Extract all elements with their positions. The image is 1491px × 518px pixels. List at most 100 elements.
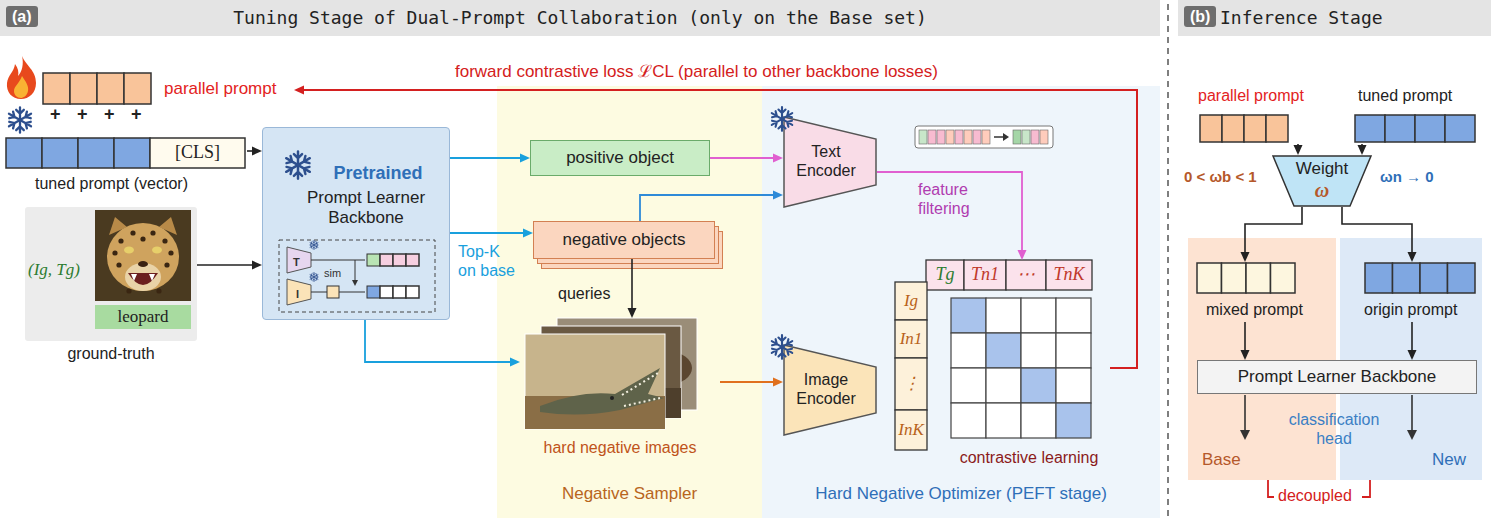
arrowhead bbox=[1358, 145, 1367, 155]
region-title: Negative Sampler bbox=[562, 484, 697, 504]
art-part bbox=[150, 138, 245, 168]
art-part bbox=[6, 138, 42, 168]
arrowhead bbox=[773, 378, 783, 387]
panel-header: (a)Tuning Stage of Dual-Prompt Collabora… bbox=[0, 0, 1160, 36]
text-slot: forward contrastive loss ℒCL (parallel t… bbox=[455, 62, 938, 82]
art-part bbox=[964, 130, 972, 144]
text-slot: + bbox=[77, 104, 88, 126]
art-part bbox=[895, 358, 927, 410]
module-region: Negative Sampler positive object negative … bbox=[497, 86, 762, 518]
feature-token: InK bbox=[898, 420, 924, 440]
text-slot: Top-K on base bbox=[458, 242, 522, 280]
art-part bbox=[784, 117, 876, 207]
art-part bbox=[43, 73, 70, 104]
connector bbox=[1342, 207, 1417, 262]
art-part bbox=[1415, 115, 1445, 142]
art-part bbox=[982, 130, 990, 144]
pair-label: (Ig, Tg) bbox=[28, 260, 80, 280]
connector bbox=[640, 191, 783, 222]
image-stack: hard negative images bbox=[520, 318, 720, 460]
connector bbox=[710, 154, 783, 163]
art-part bbox=[955, 130, 963, 144]
connector-line bbox=[450, 232, 525, 234]
art-part bbox=[986, 333, 1021, 368]
region-title: New bbox=[1432, 450, 1466, 470]
text-slot: + bbox=[131, 104, 142, 126]
art-part bbox=[311, 260, 365, 261]
prompt-label: tuned prompt (vector) bbox=[35, 174, 188, 193]
text-slot: In1 bbox=[895, 329, 927, 349]
region-title: Base bbox=[1202, 450, 1241, 470]
art-part bbox=[1222, 263, 1247, 293]
text-slot: 0 < ωb < 1 bbox=[1184, 168, 1257, 186]
part-name: sim bbox=[324, 267, 341, 280]
art-part bbox=[78, 138, 114, 168]
arrowhead bbox=[1408, 252, 1417, 262]
text-slot: origin prompt bbox=[1364, 300, 1457, 319]
box-caption: ground-truth bbox=[67, 344, 154, 363]
art-part bbox=[140, 236, 145, 241]
feature-column: IgIn1⋮InK bbox=[895, 282, 927, 450]
art-part bbox=[124, 73, 151, 104]
art-part bbox=[1021, 298, 1056, 333]
connector-line bbox=[640, 195, 775, 221]
edge-label: ωn → 0 bbox=[1380, 168, 1434, 186]
art-part bbox=[42, 138, 78, 168]
text-slot: Negative Sampler bbox=[497, 484, 762, 504]
edge-label: feature filtering bbox=[918, 180, 990, 218]
text-slot: (Ig, Tg) bbox=[28, 260, 80, 280]
art-part bbox=[279, 240, 435, 312]
prompt-vector: parallel prompt bbox=[1198, 84, 1314, 144]
art-part bbox=[114, 138, 150, 168]
edge-label: 0 < ωb < 1 bbox=[1184, 168, 1257, 186]
text-slot: contrastive learning bbox=[948, 448, 1110, 467]
text-slot: New bbox=[1432, 450, 1466, 470]
connector bbox=[1241, 207, 1303, 262]
art-part bbox=[125, 263, 161, 291]
art-part bbox=[380, 286, 393, 298]
art-part bbox=[919, 130, 927, 144]
text-slot: tuned prompt bbox=[1358, 86, 1452, 105]
art-part bbox=[25, 207, 197, 341]
text-slot: Pretrained bbox=[307, 163, 449, 185]
box-caption: hard negative images bbox=[544, 438, 697, 457]
art-part bbox=[986, 298, 1021, 333]
text-slot: mixed prompt bbox=[1206, 300, 1303, 319]
shape-art bbox=[783, 344, 877, 436]
art-part bbox=[309, 240, 318, 249]
text-slot: Tuning Stage of Dual-Prompt Collaboratio… bbox=[0, 7, 1160, 29]
ground-truth-box: (Ig, Tg)leopardground-truth bbox=[25, 207, 197, 365]
art-part bbox=[406, 254, 419, 266]
shape-art bbox=[948, 298, 1110, 440]
art-part bbox=[928, 130, 936, 144]
art-part bbox=[393, 254, 406, 266]
art-part bbox=[168, 250, 173, 255]
text-slot: hard negative images bbox=[520, 438, 720, 457]
art-part bbox=[284, 151, 312, 178]
text-slot: tuned prompt (vector) bbox=[35, 174, 188, 193]
art-part bbox=[107, 223, 179, 291]
text-slot: Base bbox=[1202, 450, 1241, 470]
arrowhead bbox=[628, 308, 637, 318]
art-part bbox=[1031, 130, 1039, 144]
art-part bbox=[895, 282, 927, 320]
connector-line bbox=[197, 264, 254, 266]
text-slot: negative objects bbox=[534, 230, 714, 250]
art-part bbox=[1200, 115, 1222, 142]
text-slot: T bbox=[293, 252, 300, 270]
arrowhead bbox=[1018, 250, 1027, 260]
connector bbox=[197, 261, 262, 270]
text-slot: (a) bbox=[6, 6, 38, 27]
feature-token: Ig bbox=[904, 291, 918, 311]
art-part bbox=[138, 261, 148, 267]
output-arrow bbox=[1240, 430, 1250, 440]
connector bbox=[450, 154, 530, 163]
text-slot: parallel prompt bbox=[164, 79, 276, 99]
feature-token: Tn1 bbox=[971, 264, 999, 286]
art-part bbox=[1385, 115, 1415, 142]
box-text: positive object bbox=[566, 148, 674, 168]
text-slot: Tg bbox=[926, 264, 964, 286]
region-title: Hard Negative Optimizer (PEFT stage) bbox=[815, 484, 1107, 504]
art-part bbox=[164, 262, 169, 267]
art-part bbox=[951, 298, 986, 333]
